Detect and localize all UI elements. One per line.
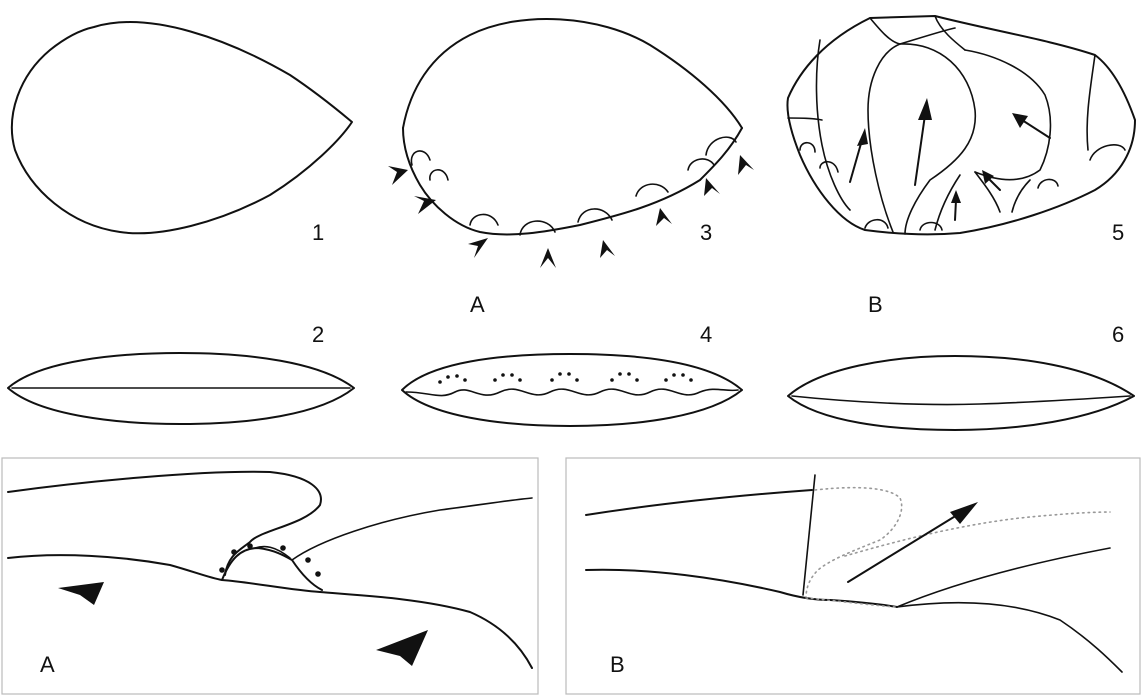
fig5-label: 5	[1112, 220, 1124, 245]
arrow-icon	[982, 170, 1000, 190]
arrowhead-icon	[600, 240, 615, 258]
arrow-icon	[951, 190, 961, 220]
fig4-dots	[438, 372, 693, 384]
arrow-icon	[850, 128, 868, 182]
arrowhead-icon	[704, 178, 720, 196]
arrowhead-icon	[376, 630, 428, 666]
fig5-outline	[788, 16, 1136, 234]
fig5-arrows	[850, 98, 1050, 220]
arrow-icon	[1012, 113, 1050, 138]
fig2-outline	[8, 353, 354, 424]
fig5-caption: B	[868, 292, 883, 317]
fig1-label: 1	[312, 220, 324, 245]
fig1-outline	[12, 22, 352, 233]
fig2-label: 2	[312, 322, 324, 347]
arrowhead-icon	[738, 155, 754, 175]
arrowhead-icon	[656, 208, 672, 226]
fig4-label: 4	[700, 322, 712, 347]
fig6-label: 6	[1112, 322, 1124, 347]
arrowhead-icon	[540, 248, 556, 268]
panel-right-label: B	[610, 652, 625, 677]
panel-left-label: A	[40, 652, 55, 677]
panel-left-frame	[2, 458, 538, 694]
panel-right-drawing	[586, 475, 1122, 672]
arrowhead-icon	[388, 166, 408, 185]
fig3-outline	[403, 19, 742, 235]
arrowhead-icon	[468, 238, 488, 258]
fig3-label: 3	[700, 220, 712, 245]
panel-right-frame	[566, 458, 1140, 694]
fig6-outline	[788, 356, 1134, 430]
arrowhead-icon	[58, 582, 104, 605]
panel-left-drawing	[8, 472, 532, 668]
fig3-caption: A	[470, 292, 485, 317]
arrow-icon	[915, 98, 932, 185]
arrow-icon	[848, 502, 978, 582]
fig4-outline	[402, 354, 742, 426]
arrowhead-icon	[414, 196, 436, 214]
